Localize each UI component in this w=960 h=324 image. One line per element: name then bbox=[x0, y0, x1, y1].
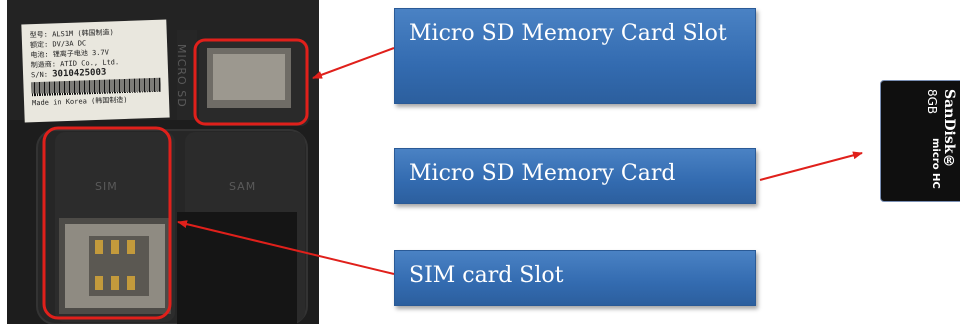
sd-card-capacity: 8GB bbox=[925, 89, 939, 115]
micro-sd-card-image: SanDisk® 8GB micro HC bbox=[880, 80, 960, 202]
engraved-sam-text: SAM bbox=[229, 180, 257, 193]
device-back-graphic bbox=[7, 0, 319, 324]
sd-card-brand: SanDisk® bbox=[941, 89, 957, 170]
arrow-sd-slot bbox=[312, 47, 395, 79]
callout-micro-sd-card-text: Micro SD Memory Card bbox=[409, 161, 676, 186]
sim-slot-highlight-box bbox=[42, 126, 172, 320]
callout-micro-sd-card: Micro SD Memory Card bbox=[394, 148, 756, 204]
callout-micro-sd-slot-text: Micro SD Memory Card Slot bbox=[409, 21, 727, 46]
callout-micro-sd-slot: Micro SD Memory Card Slot bbox=[394, 8, 756, 104]
arrow-sd-card bbox=[759, 151, 863, 181]
device-back-photo: 型号: ALS1M (韩国制造) 额定: DV/3A DC 电池: 锂离子电池 … bbox=[7, 0, 319, 324]
arrow-sim-slot bbox=[177, 220, 395, 275]
sd-card-type: micro HC bbox=[930, 138, 941, 189]
callout-sim-slot: SIM card Slot bbox=[394, 250, 756, 306]
sd-slot-highlight-box bbox=[193, 38, 309, 126]
engraved-sim-text: SIM bbox=[95, 180, 118, 193]
callout-sim-slot-text: SIM card Slot bbox=[409, 263, 564, 288]
engraved-micro-sd-text: MICRO SD bbox=[175, 44, 188, 108]
